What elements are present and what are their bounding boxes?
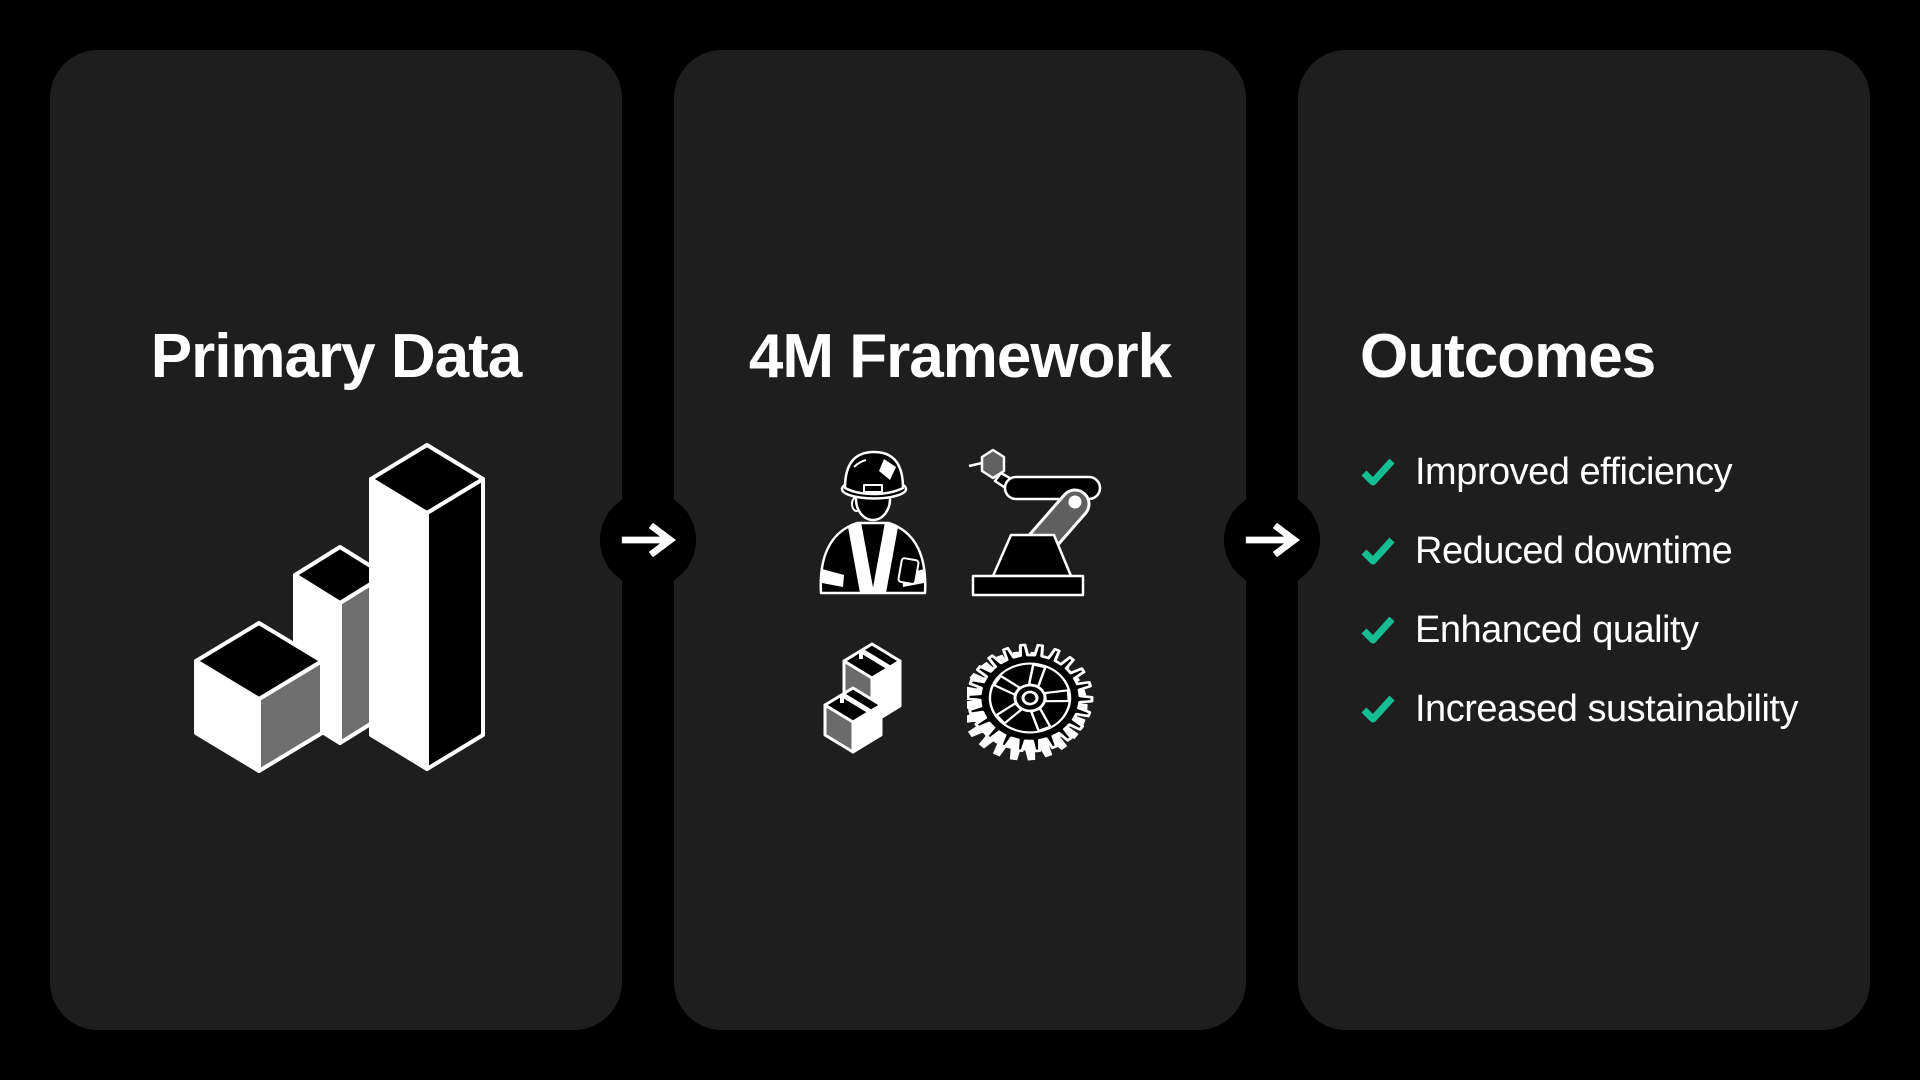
flow-connector [600, 492, 696, 588]
list-item: Increased sustainability [1360, 687, 1840, 731]
check-icon [1361, 458, 1395, 486]
check-icon [1361, 537, 1395, 565]
list-item-label: Reduced downtime [1415, 530, 1733, 572]
robot-arm-icon [968, 448, 1102, 597]
check-icon [1361, 695, 1395, 723]
card-outcomes: Outcomes Improved efficiency Reduced dow… [1298, 50, 1870, 1030]
stacked-boxes-icon [823, 642, 902, 754]
outcomes-checklist: Improved efficiency Reduced downtime Enh… [1360, 450, 1840, 766]
isometric-bar-chart-icon [194, 443, 485, 773]
card-4m-framework: 4M Framework [674, 50, 1246, 1030]
right-arrow-icon [1245, 522, 1300, 558]
card-title-outcomes: Outcomes [1360, 322, 1656, 391]
card-title-primary-data: Primary Data [150, 322, 523, 391]
worker-icon [819, 450, 927, 595]
list-item: Enhanced quality [1360, 608, 1840, 652]
gear-icon [967, 643, 1094, 761]
list-item-label: Increased sustainability [1415, 688, 1799, 730]
list-item: Reduced downtime [1360, 529, 1840, 573]
card-title-4m-framework: 4M Framework [748, 322, 1172, 391]
flow-connector [1224, 492, 1320, 588]
right-arrow-icon [621, 522, 676, 558]
check-icon [1361, 616, 1395, 644]
list-item-label: Improved efficiency [1415, 451, 1733, 493]
list-item-label: Enhanced quality [1415, 609, 1699, 651]
list-item: Improved efficiency [1360, 450, 1840, 494]
card-primary-data: Primary Data [50, 50, 622, 1030]
